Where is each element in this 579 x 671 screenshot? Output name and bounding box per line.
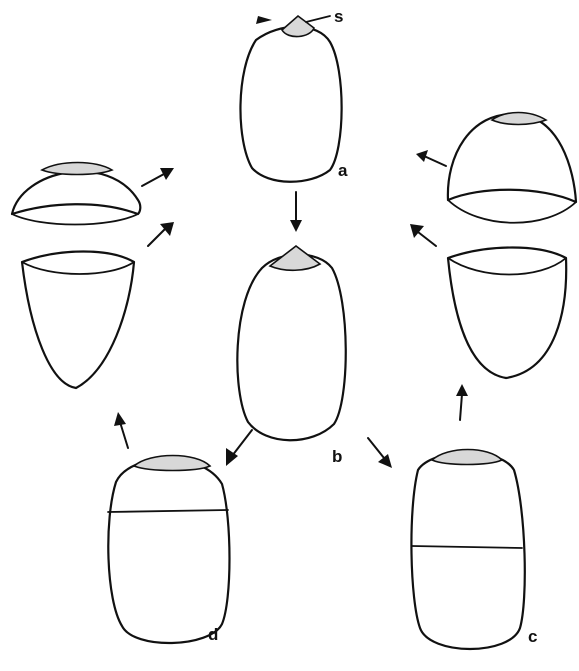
cell-b: b xyxy=(237,246,345,466)
label-c: c xyxy=(528,627,537,646)
arrow-right-cup-to-a xyxy=(410,224,436,246)
arrow-c-to-right-halves xyxy=(456,384,468,420)
cell-d: d xyxy=(108,456,230,645)
label-s: s xyxy=(334,7,343,26)
apical-cap-c xyxy=(432,450,502,465)
arrow-left-cup-to-a xyxy=(148,222,174,246)
label-a: a xyxy=(338,161,348,180)
apical-cap-d xyxy=(134,456,210,471)
arrow-right-dome-to-a xyxy=(416,150,446,166)
arrow-a-to-b xyxy=(290,192,302,232)
left-lower-cup xyxy=(22,252,134,389)
right-lower-cup xyxy=(448,248,566,379)
arrow-left-dome-to-a xyxy=(142,168,174,186)
label-d: d xyxy=(208,625,218,644)
pointer-arrowhead xyxy=(256,16,272,24)
apical-cap-left-dome xyxy=(42,163,112,175)
arrow-d-to-left-halves xyxy=(114,412,128,448)
left-upper-dome xyxy=(12,163,140,225)
apical-cap-a xyxy=(282,16,314,37)
label-b: b xyxy=(332,447,342,466)
right-upper-dome xyxy=(448,113,576,223)
s-pointer-line xyxy=(306,16,330,22)
arrow-b-to-c xyxy=(368,438,392,468)
cell-a: s a xyxy=(240,7,348,182)
arrow-b-to-d xyxy=(226,430,252,466)
cell-c: c xyxy=(411,450,537,650)
